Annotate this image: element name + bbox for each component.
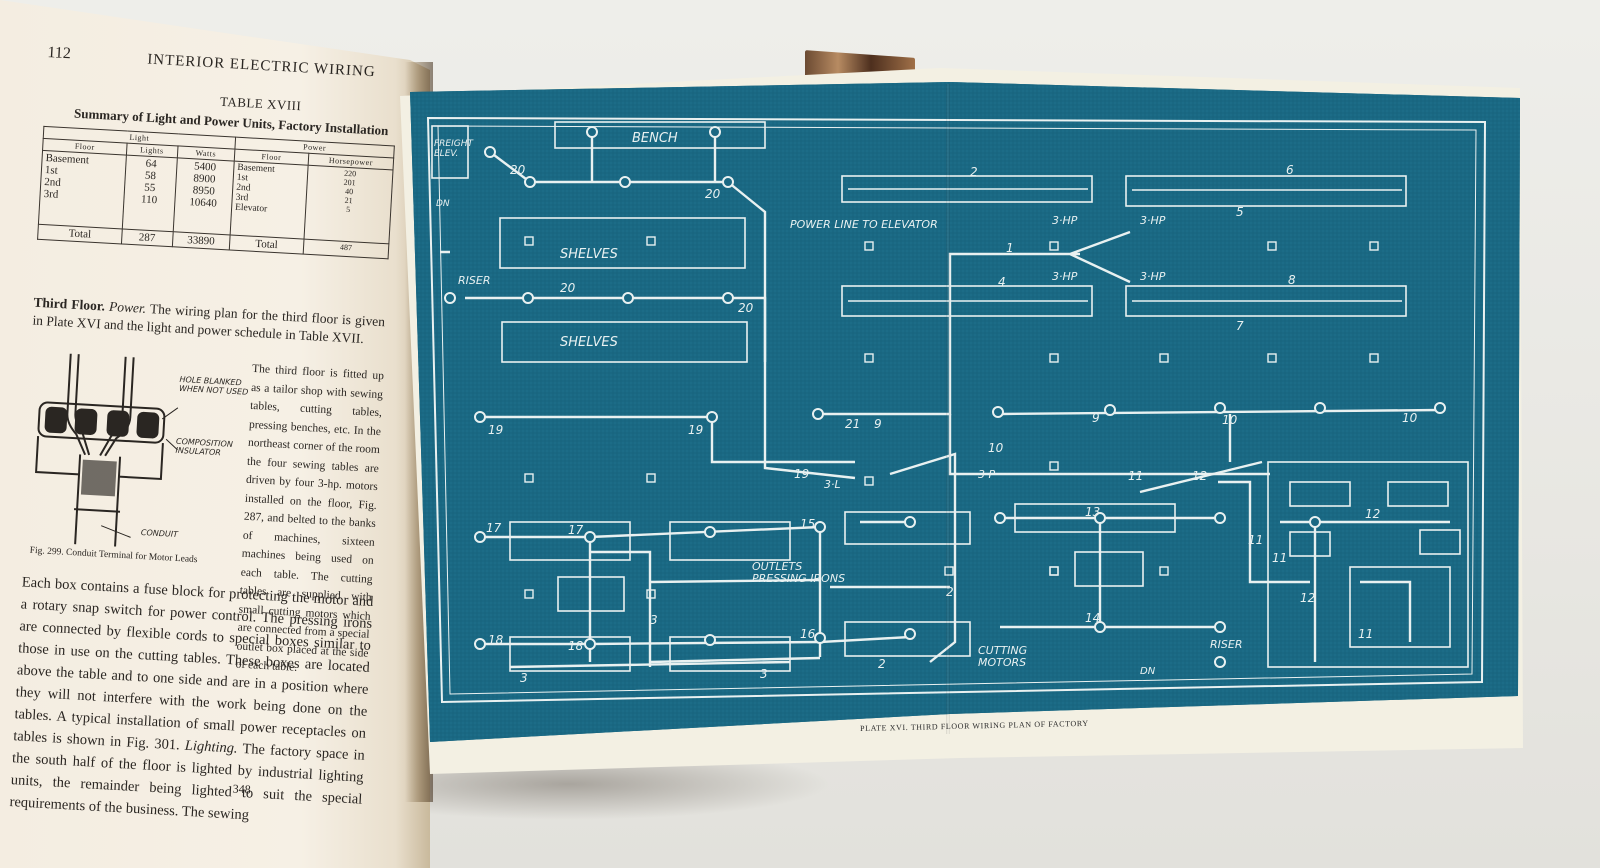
circuit-number: 12 (1365, 507, 1380, 521)
para-heading-italic: Power. (108, 298, 147, 316)
label-power-line: POWER LINE TO ELEVATOR (790, 218, 938, 231)
circuit-number: 10 (1402, 411, 1418, 425)
circuit-number: 11 (1358, 627, 1373, 641)
label-line: OUTLETS (752, 560, 802, 573)
circuit-number: 3 (760, 667, 768, 681)
label-line: MOTORS (978, 656, 1026, 669)
circuit-number: 5 (1236, 205, 1244, 219)
label-3hp-c: 3·HP (1052, 270, 1078, 283)
circuit-number: 3 (520, 671, 528, 685)
circuit-number: 21 (845, 417, 860, 431)
total-watts: 33890 (171, 231, 231, 250)
lighting-heading: Lighting. (184, 737, 239, 757)
label-riser-left: RISER (458, 274, 490, 287)
circuit-number: 6 (1286, 163, 1294, 177)
label-bench: BENCH (632, 131, 678, 146)
label-riser-right: RISER (1210, 638, 1242, 651)
circuit-number: 12 (1300, 591, 1315, 605)
circuit-number: 11 (1128, 469, 1143, 483)
power-strips (848, 188, 1402, 302)
circuit-number: 2 (970, 165, 978, 179)
light-outlets (444, 126, 1446, 668)
circuit-number: 19 (688, 423, 703, 437)
circuit-number: 11 (1272, 551, 1287, 565)
para-heading: Third Floor. (33, 294, 106, 314)
light-floors-cell: Basement 1st 2nd 3rd (38, 150, 127, 229)
label-line: FREIGHT (434, 139, 475, 149)
circuit-number: 14 (1085, 611, 1100, 625)
circuit-number: 4 (998, 275, 1006, 289)
circuit-number: 11 (1248, 533, 1263, 547)
circuit-number: 17 (568, 523, 584, 537)
circuit-number: 12 (1192, 469, 1207, 483)
plate-fold-crease (946, 84, 950, 734)
circuit-number: 19 (794, 467, 809, 481)
lights-cell: 64 58 55 110 (122, 155, 177, 232)
fig-label-insulator: COMPOSITION INSULATOR (175, 436, 234, 458)
label-3p: 3·P (978, 468, 995, 481)
circuit-number: 16 (800, 627, 816, 641)
circuit-number: 13 (1085, 505, 1100, 519)
circuit-number: 8 (1288, 273, 1296, 287)
label-3hp-b: 3·HP (1140, 214, 1166, 227)
circuit-numbers: 20 20 20 20 19 19 19 21 9 9 10 10 10 17 … (486, 163, 1418, 685)
circuit-number: 18 (568, 639, 584, 653)
label-3hp-a: 3·HP (1052, 214, 1078, 227)
left-page-content: 112 INTERIOR ELECTRIC WIRING TABLE XVIII… (9, 44, 407, 823)
label-line: CUTTING (978, 644, 1027, 657)
fuse-block-text: Each box contains a fuse block for prote… (12, 574, 374, 754)
circuit-number: 17 (486, 521, 502, 535)
label-dn-right: DN (1140, 666, 1156, 677)
circuit-number: 2 (878, 657, 886, 671)
label-shelves-2: SHELVES (560, 335, 618, 350)
circuit-number: 1 (1006, 241, 1014, 255)
circuit-number: 3 (650, 613, 658, 627)
circuit-number: 20 (738, 301, 754, 315)
circuit-number: 18 (488, 633, 504, 647)
circuit-number: 2 (946, 585, 954, 599)
footer-page-number: 348 (232, 781, 252, 797)
building-walls (426, 116, 1487, 704)
label-line: ELEV. (434, 149, 458, 159)
circuit-number: 9 (874, 417, 882, 431)
circuit-number: 20 (510, 163, 526, 177)
left-book-page (0, 0, 430, 868)
circuit-number: 20 (705, 187, 721, 201)
label-dn-left: DN (436, 199, 450, 209)
horsepower-cell: 220 201 40 21 5 (303, 165, 394, 244)
circuit-number: 10 (988, 441, 1004, 455)
circuit-number: 10 (1222, 413, 1238, 427)
summary-table: Light Power Floor Lights Watts Floor Hor… (37, 126, 395, 259)
power-floors-cell: Basement 1st 2nd 3rd Elevator (230, 161, 309, 240)
page-number: 112 (47, 44, 72, 63)
conduit-terminal-figure (35, 353, 179, 547)
label-3l: 3·L (824, 478, 841, 491)
circuit-number: 9 (1092, 411, 1100, 425)
label-shelves-1: SHELVES (560, 247, 618, 262)
watts-cell: 5400 8900 8950 10640 (172, 157, 235, 235)
label-line: PRESSING IRONS (752, 572, 845, 585)
ceiling-boxes (524, 236, 1379, 599)
circuit-number: 19 (488, 423, 503, 437)
room-fixtures (431, 121, 1469, 672)
fig-label-hole: HOLE BLANKED WHEN NOT USED (178, 374, 249, 397)
circuit-number: 15 (800, 517, 815, 531)
circuit-number: 20 (560, 281, 576, 295)
fuse-block-paragraph: Each box contains a fuse block for prote… (9, 571, 374, 832)
label-3hp-d: 3·HP (1140, 270, 1166, 283)
total-lights: 287 (121, 228, 173, 247)
circuit-number: 7 (1236, 319, 1244, 333)
